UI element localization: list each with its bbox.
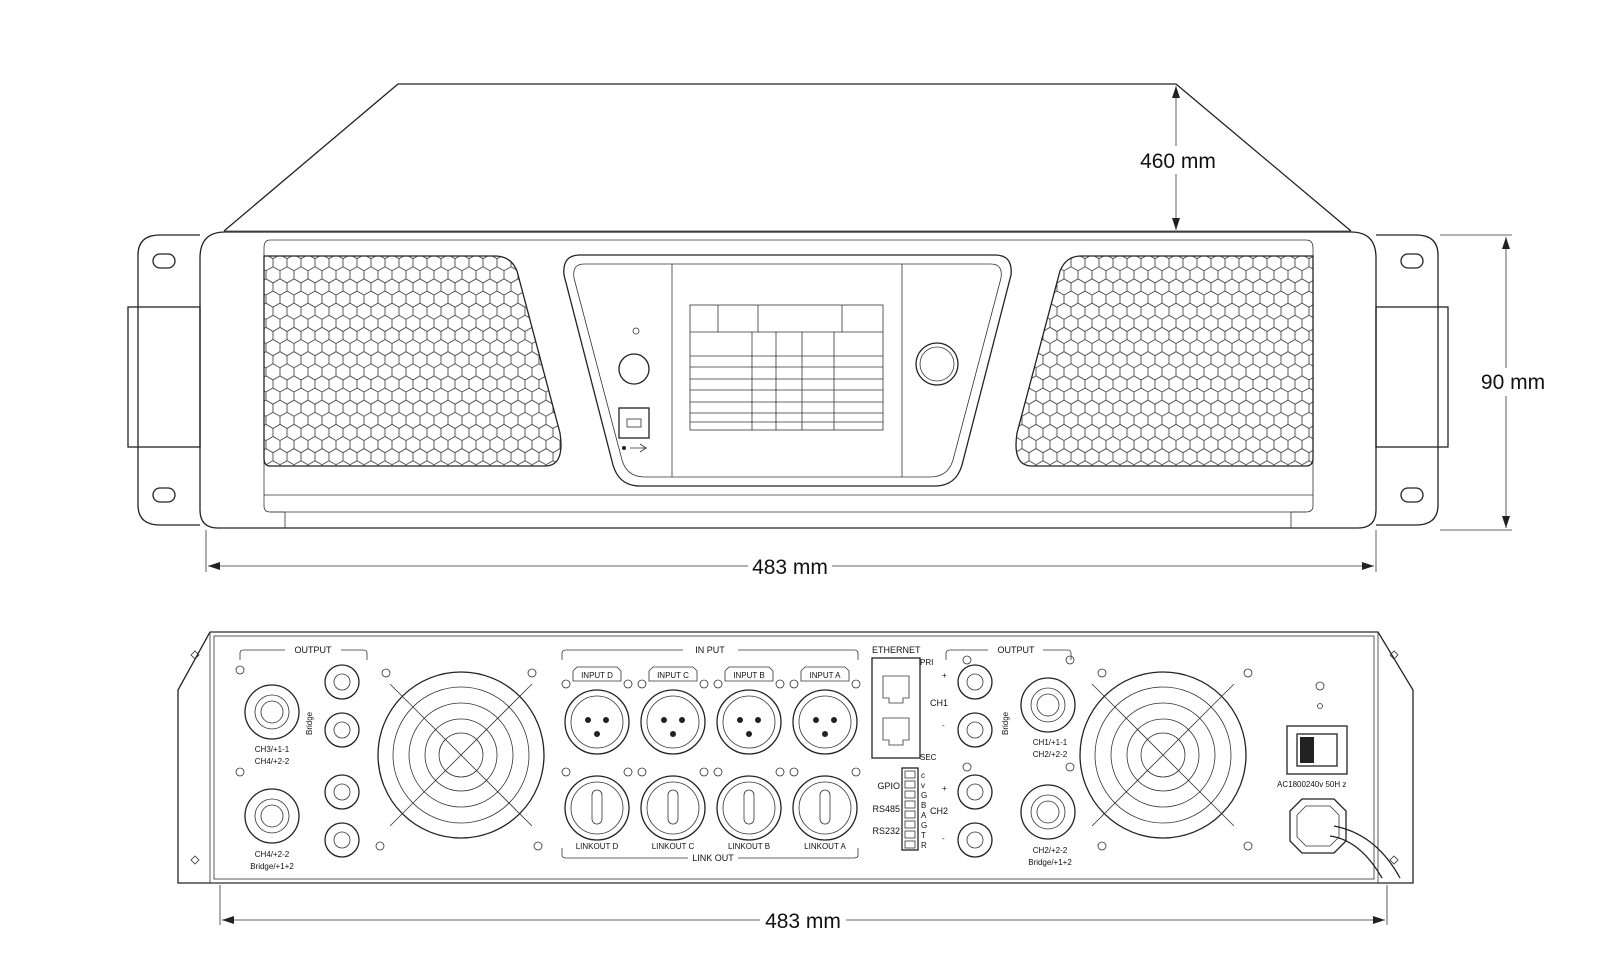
encoder-knob[interactable] [915,342,959,386]
dimension-depth: 460 mm [1134,86,1220,230]
rs232-label: RS232 [872,826,900,836]
terminal-letter: B [921,801,926,810]
depth-dimension-label: 460 mm [1140,150,1216,173]
xlr-input-b[interactable]: INPUT B [713,666,785,755]
usb-port[interactable] [618,407,650,439]
terminal-letter: T [921,831,926,840]
xlr-input-c[interactable]: INPUT C [637,666,709,755]
ethernet-block [871,657,921,759]
power-inlet[interactable] [1289,798,1347,854]
xlr-linkout-b[interactable]: LINKOUT B [713,767,785,851]
ch2-label: CH2 [930,806,948,816]
dimension-rear-width: 483 mm [219,885,1388,933]
speakon-label: CH3/+1-1 [255,745,290,754]
rack-ear-right [1375,234,1449,526]
cooling-fan-left [375,668,545,851]
usb-symbol-icon [622,446,626,450]
xlr-input-a[interactable]: INPUT A [789,666,861,755]
linkout-label: LINKOUT B [728,842,770,851]
rear-view: OUTPUT CH3/+1-1 CH4/+2-2 CH4/+2-2 Bridge… [177,631,1414,933]
indicator-led-icon [632,327,640,335]
ethernet-label: ETHERNET [872,645,921,655]
rs485-label: RS485 [872,804,900,814]
front-width-dimension-label: 483 mm [752,556,828,579]
display-screen [689,304,884,431]
svg-text:+: + [942,671,947,680]
speakon-output-ch2[interactable] [1020,784,1076,840]
power-section: AC1800240v 50H z [1277,681,1401,879]
sec-label: SEC [920,753,937,762]
svg-text:+: + [942,784,947,793]
terminal-block[interactable] [901,767,919,851]
output-left-label: OUTPUT [295,645,333,655]
dimension-height: 90 mm [1440,234,1552,531]
svg-text:-: - [942,834,945,843]
gpio-label: GPIO [877,781,900,791]
linkout-label: LINKOUT C [652,842,695,851]
output-section-right: OUTPUT CH1 CH2 + - + - Bridge CH1/+1-1 C… [930,645,1076,867]
linkout-group-label: LINK OUT [692,853,734,863]
terminal-letter: A [921,811,927,820]
xlr-linkout-a[interactable]: LINKOUT A [789,767,861,851]
vent-grille-right [1015,255,1314,467]
linkout-label: LINKOUT D [576,842,619,851]
terminal-letter: G [921,791,927,800]
speakon-label: CH2/+2-2 [1033,846,1068,855]
ethernet-sec-port[interactable] [882,717,910,746]
height-dimension-label: 90 mm [1481,371,1545,394]
front-view: 460 mm 90 mm 483 mm [127,83,1552,579]
binding-posts-right [957,664,993,858]
speakon-output-ch4[interactable] [244,788,300,844]
input-label: INPUT A [810,671,842,680]
linkout-label: LINKOUT A [804,842,846,851]
input-group-label: IN PUT [695,645,725,655]
dimension-front-width: 483 mm [205,530,1377,579]
control-ports: ETHERNET PRI SEC c v G B A G T R GPIO RS… [871,645,937,851]
speakon-label: CH2/+2-2 [1033,750,1068,759]
xlr-linkout-d[interactable]: LINKOUT D [561,767,633,851]
svg-text:-: - [942,721,945,730]
rear-width-dimension-label: 483 mm [765,910,841,933]
output-section-left: OUTPUT CH3/+1-1 CH4/+2-2 CH4/+2-2 Bridge… [235,645,368,871]
output-right-label: OUTPUT [998,645,1036,655]
power-button[interactable] [618,353,650,385]
vent-grille-left [263,255,562,467]
speakon-output-ch1[interactable] [1020,677,1076,733]
power-rating-label: AC1800240v 50H z [1277,780,1346,789]
cooling-fan-right [1079,668,1253,851]
speakon-label: Bridge/+1+2 [250,862,294,871]
ch1-label: CH1 [930,698,948,708]
ethernet-pri-port[interactable] [882,675,910,704]
terminal-letter: v [921,781,925,790]
xlr-linkout-c[interactable]: LINKOUT C [637,767,709,851]
binding-posts-left [324,664,360,858]
xlr-input-d[interactable]: INPUT D [561,666,633,755]
power-rocker-switch[interactable] [1296,733,1338,767]
terminal-letter: G [921,821,927,830]
speakon-label: CH4/+2-2 [255,850,290,859]
speakon-label: CH4/+2-2 [255,757,290,766]
bridge-right-label: Bridge [1001,711,1010,735]
speakon-label: Bridge/+1+2 [1028,858,1072,867]
front-panel [199,231,1377,529]
bridge-left-label: Bridge [305,711,314,735]
rack-ear-left [127,234,201,526]
power-switch-frame [1286,725,1348,775]
control-panel [563,254,1012,487]
terminal-letter: R [921,841,927,850]
speakon-label: CH1/+1-1 [1033,738,1068,747]
input-label: INPUT B [733,671,764,680]
input-label: INPUT D [581,671,613,680]
terminal-letter: c [921,771,925,780]
pri-label: PRI [920,658,933,667]
input-group: IN PUT LINK OUT INPUT D INPUT C INPUT B [561,645,861,863]
rear-chassis [177,631,1414,884]
speakon-output-ch3[interactable] [244,684,300,740]
input-label: INPUT C [657,671,689,680]
